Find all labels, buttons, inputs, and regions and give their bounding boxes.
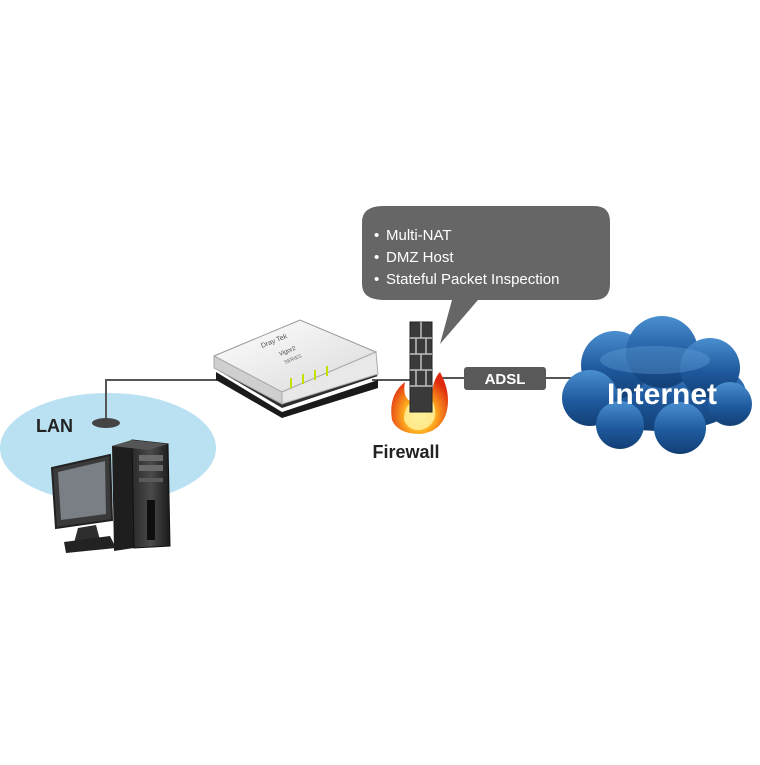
feature-bullet: • [374, 271, 379, 288]
adsl-link: ADSL [464, 367, 546, 390]
brick-wall-icon [409, 321, 433, 413]
feature-item-spi: Stateful Packet Inspection [386, 271, 559, 288]
firewall-label: Firewall [372, 442, 439, 462]
router-led [290, 378, 292, 388]
router-shadow [216, 372, 378, 418]
pc-drive-bay-1 [139, 455, 163, 461]
router-body-left [213, 355, 283, 405]
monitor-screen [58, 461, 106, 520]
lan-label: LAN [36, 416, 73, 436]
pc-drive-bay-3 [139, 478, 163, 482]
router-icon: Dray Tek Vigor2 SERIES [212, 319, 379, 418]
cloud-shape [562, 316, 752, 454]
lan-connector [92, 418, 120, 428]
adsl-label: ADSL [485, 371, 526, 388]
monitor-base [64, 536, 116, 553]
router-led [326, 366, 328, 376]
router-leds [290, 366, 328, 388]
lan-to-router-line [105, 379, 222, 422]
pc-drive-bay-2 [139, 465, 163, 471]
pc-tower-top [112, 440, 168, 450]
internet-label: Internet [607, 378, 717, 411]
firewall-icon [391, 321, 448, 434]
pc-tower-side [112, 440, 134, 551]
callout-bubble [362, 206, 610, 344]
cloud-highlight [600, 346, 710, 374]
router-led [302, 374, 304, 384]
feature-bullet: • [374, 227, 379, 244]
router-led [314, 370, 316, 380]
adsl-tag [464, 367, 546, 390]
feature-item-dmz-host: DMZ Host [386, 249, 454, 266]
feature-item-multi-nat: Multi-NAT [386, 227, 452, 244]
feature-bullet: • [374, 249, 379, 266]
pc-front-slot [147, 500, 155, 540]
internet-cloud-icon: Internet [562, 316, 752, 454]
computer-icon [50, 439, 171, 553]
features-callout: • Multi-NAT • DMZ Host • Stateful Packet… [362, 206, 610, 344]
